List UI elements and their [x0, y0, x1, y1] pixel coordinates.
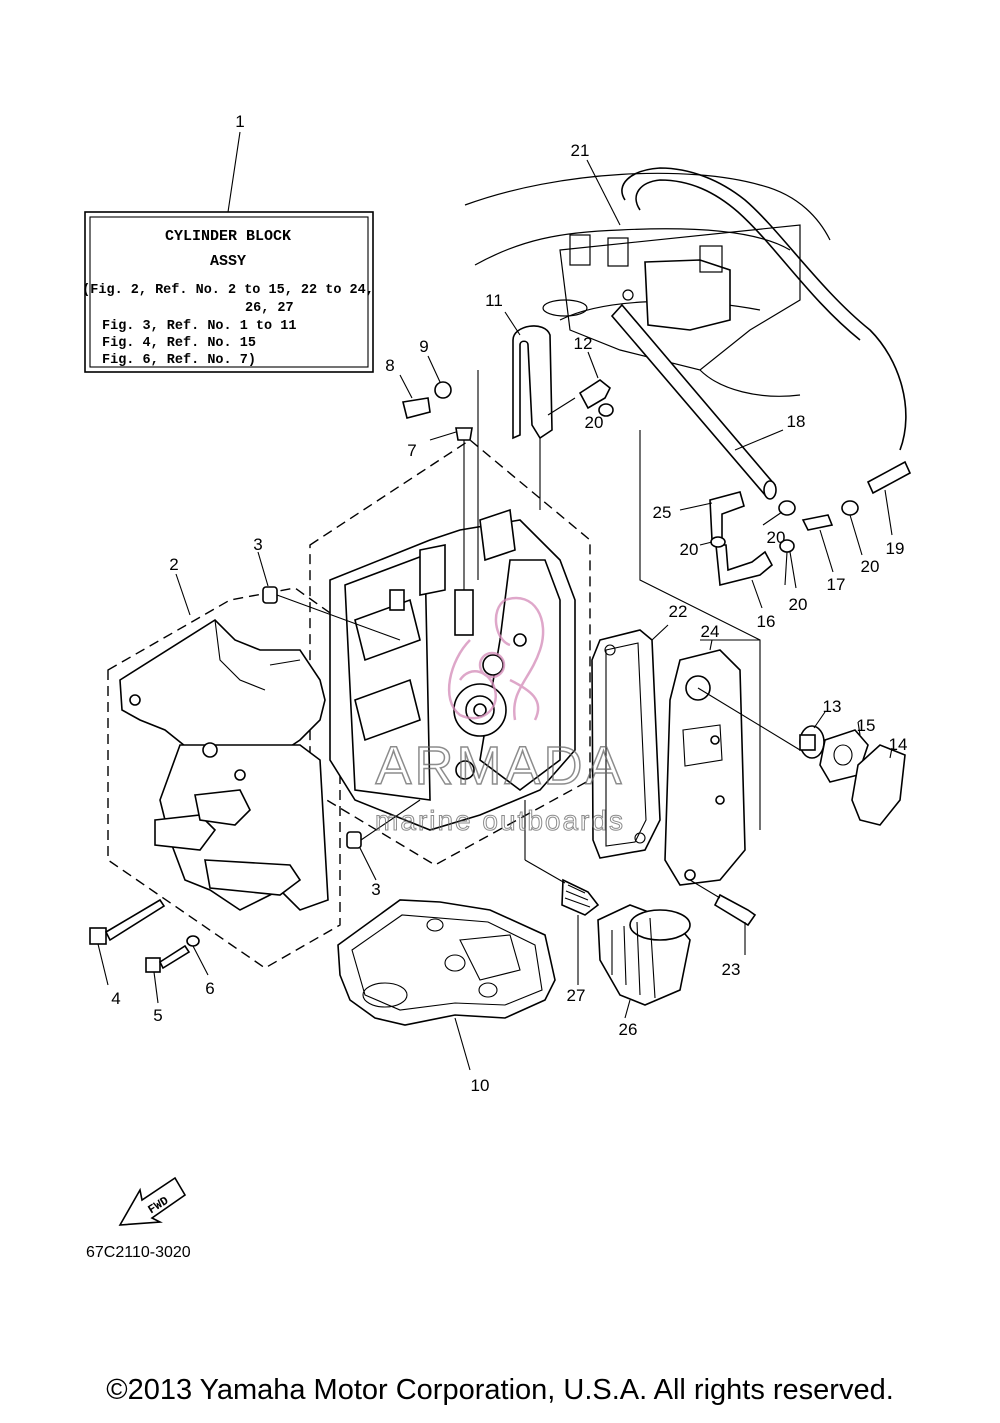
callout-4: 4	[111, 989, 120, 1008]
watermark-seahorse-logo	[447, 596, 545, 721]
hose-18	[610, 303, 777, 497]
callout-26: 26	[619, 1020, 638, 1039]
info-box-line-3: Fig. 3, Ref. No. 1 to 11	[102, 319, 296, 334]
callout-5: 5	[153, 1006, 162, 1025]
dowel-pin-top	[262, 586, 278, 604]
callout-15: 15	[857, 716, 876, 735]
cover-14	[851, 744, 906, 826]
loose-parts	[89, 303, 912, 1071]
callout-3-bottom: 3	[371, 880, 380, 899]
callout-16: 16	[757, 612, 776, 631]
callout-10: 10	[471, 1076, 490, 1095]
cover-24	[664, 649, 746, 886]
callout-17: 17	[827, 575, 846, 594]
callout-20-b: 20	[767, 528, 786, 547]
callout-20-c: 20	[680, 540, 699, 559]
callout-18: 18	[787, 412, 806, 431]
callout-9: 9	[419, 337, 428, 356]
callout-25: 25	[653, 503, 672, 522]
callout-21: 21	[571, 141, 590, 160]
long-bolt	[89, 898, 166, 986]
callout-22: 22	[669, 602, 688, 621]
gasket-10	[337, 899, 556, 1071]
callout-23: 23	[722, 960, 741, 979]
callout-11: 11	[485, 291, 503, 310]
short-bolt	[145, 944, 191, 1004]
callout-20-d: 20	[789, 595, 808, 614]
callout-7: 7	[407, 441, 416, 460]
dowel-pin-bottom	[346, 831, 362, 849]
washer-6	[186, 935, 200, 947]
callout-14: 14	[889, 735, 908, 754]
info-box-subtitle: ASSY	[210, 253, 246, 270]
callout-8: 8	[385, 356, 394, 375]
watermark-tagline: marine outboards	[375, 805, 625, 836]
oil-filter-26	[597, 904, 691, 1019]
gasket-22	[591, 629, 661, 859]
diagram-code: 67C2110-3020	[86, 1244, 191, 1261]
thermostat-13	[697, 687, 826, 759]
callout-numbers: 1 2 3 3 4 5 6 7 8 9 10 11 12 13 14 15 16…	[111, 112, 907, 1095]
crankcase-part	[119, 618, 329, 911]
fitting-17	[801, 514, 834, 531]
callout-27: 27	[567, 986, 586, 1005]
callout-19: 19	[886, 539, 905, 558]
callout-1: 1	[235, 112, 244, 131]
washer-9	[434, 381, 452, 399]
callout-13: 13	[823, 697, 842, 716]
fwd-arrow-icon: FWD	[118, 1176, 187, 1226]
info-box-line-2: 26, 27	[245, 301, 294, 316]
strainer-27	[561, 878, 600, 916]
callout-12: 12	[574, 334, 593, 353]
info-box-line-1: (Fig. 2, Ref. No. 2 to 15, 22 to 24,	[82, 283, 374, 298]
hose-16	[715, 544, 774, 587]
plug-8	[402, 397, 431, 419]
info-box-title: CYLINDER BLOCK	[165, 228, 291, 245]
engine-top-context	[464, 167, 907, 451]
hose-19	[866, 460, 912, 495]
leader-lines	[175, 131, 788, 881]
watermark-brand: ARMADA	[375, 736, 624, 796]
callout-2: 2	[169, 555, 178, 574]
plug-7	[455, 427, 473, 441]
callout-3-top: 3	[253, 535, 262, 554]
copyright-notice: ©2013 Yamaha Motor Corporation, U.S.A. A…	[106, 1374, 894, 1406]
callout-20-e: 20	[861, 557, 880, 576]
bolt-23	[713, 893, 757, 927]
info-box-line-5: Fig. 6, Ref. No. 7)	[102, 353, 256, 368]
armada-watermark: ARMADA marine outboards	[375, 596, 625, 837]
info-box: CYLINDER BLOCK ASSY (Fig. 2, Ref. No. 2 …	[82, 211, 374, 373]
bolt-12	[578, 379, 612, 410]
info-box-line-4: Fig. 4, Ref. No. 15	[102, 336, 256, 351]
fitting-25	[709, 491, 745, 541]
callout-24: 24	[701, 622, 720, 641]
callout-6: 6	[205, 979, 214, 998]
callout-20-a: 20	[585, 413, 604, 432]
exploded-outlines	[107, 430, 761, 969]
clamp-11	[512, 325, 553, 440]
